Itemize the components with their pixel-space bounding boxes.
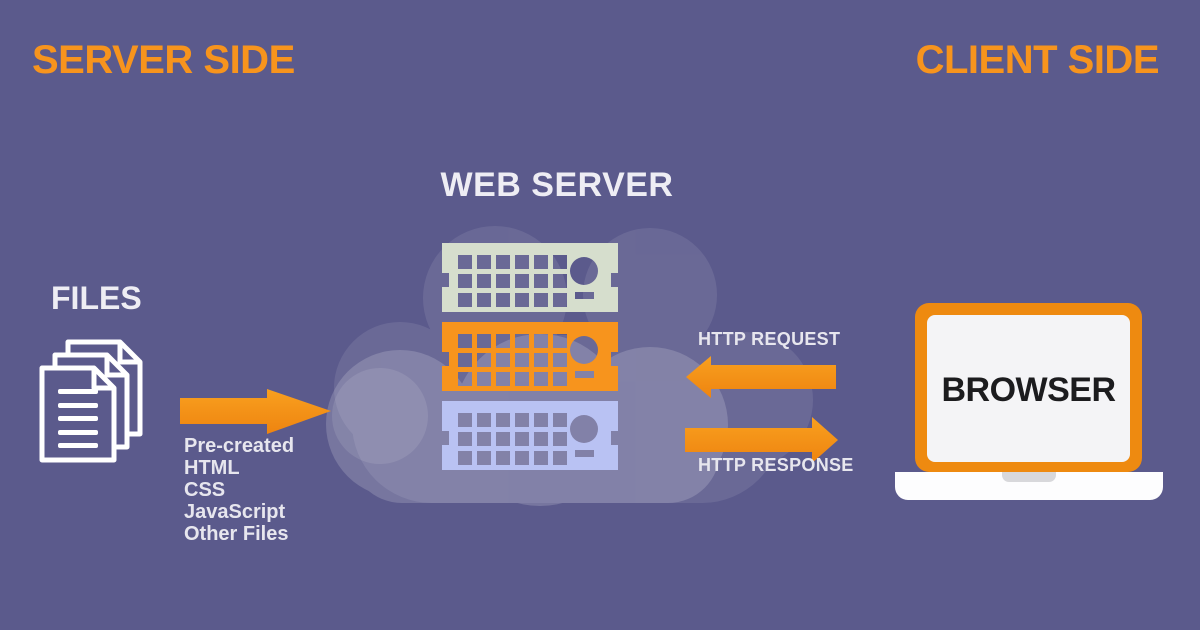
flow-arrow-files-to-server-icon [180,389,331,434]
server-side-heading: SERVER SIDE [32,38,295,82]
files-icon [42,342,140,460]
document-text-lines [58,389,98,448]
files-flow-item: HTML [184,457,240,479]
files-flow-item: CSS [184,479,226,501]
http-request-arrow-icon [686,356,836,398]
web-server-heading: WEB SERVER [440,166,674,204]
client-side-heading: CLIENT SIDE [915,38,1160,82]
laptop-base [895,472,1163,500]
files-flow-item: Pre-created [184,435,295,457]
files-flow-item: JavaScript [184,501,286,523]
laptop-icon [895,303,1163,500]
browser-label: BROWSER [941,371,1116,409]
http-response-arrow-icon [685,417,838,463]
files-flow-item: Other Files [184,523,289,545]
laptop-hinge-notch [1002,472,1056,482]
files-flow-list: Pre-created HTML CSS JavaScript Other Fi… [184,435,294,545]
laptop-screen [927,315,1130,462]
http-response-label: HTTP RESPONSE [698,455,854,475]
http-request-label: HTTP REQUEST [698,329,841,349]
files-heading: FILES [51,280,142,316]
